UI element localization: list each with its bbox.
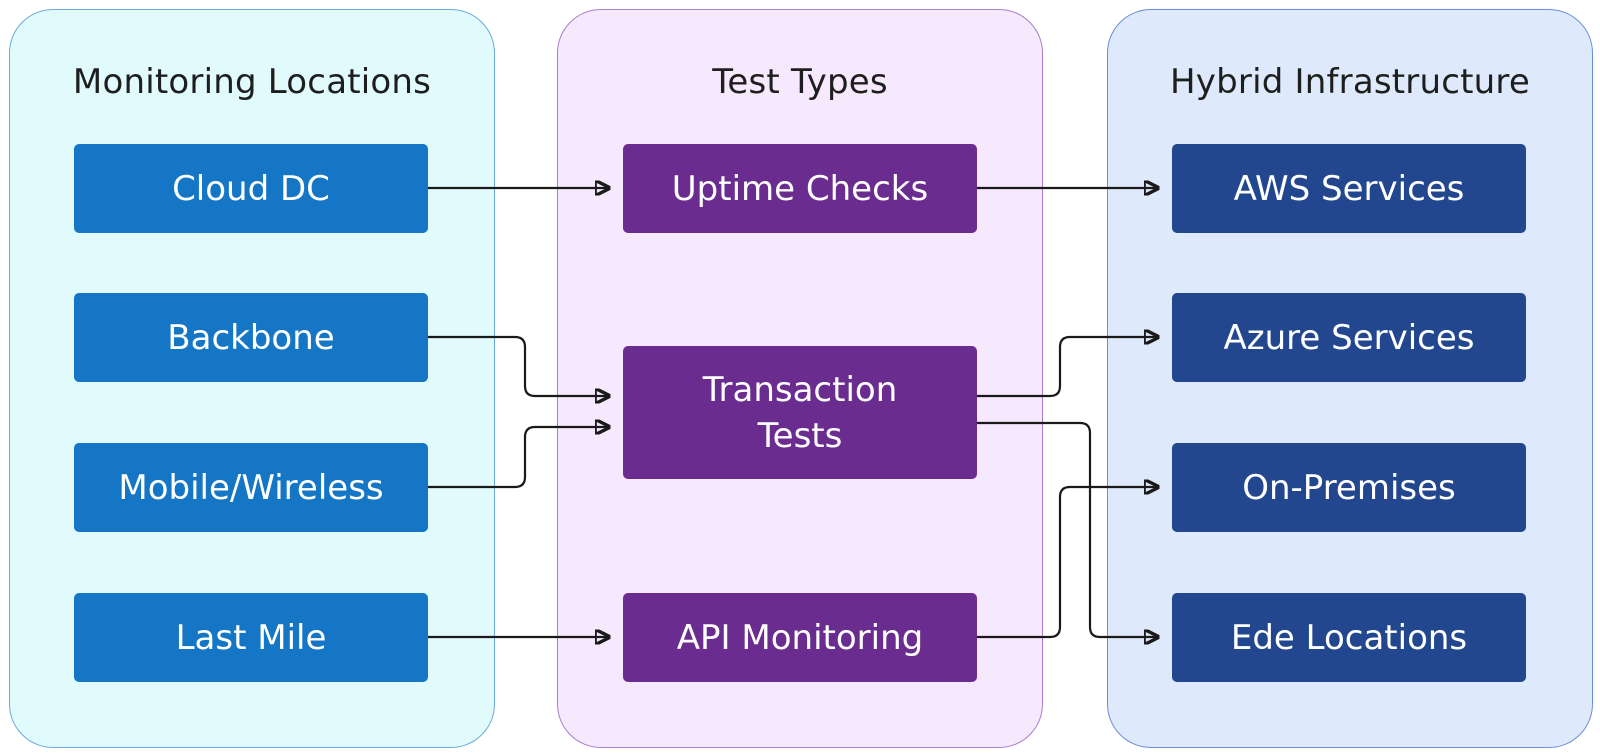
node-backbone: Backbone <box>74 293 428 382</box>
node-cloud-dc: Cloud DC <box>74 144 428 233</box>
node-aws-services: AWS Services <box>1172 144 1526 233</box>
hybrid-infrastructure-title: Hybrid Infrastructure <box>1170 62 1530 102</box>
connector-transaction-tests-to-ede-locations <box>977 421 1158 637</box>
node-uptime-checks: Uptime Checks <box>623 144 977 233</box>
node-ede-locations: Ede Locations <box>1172 593 1526 682</box>
node-last-mile: Last Mile <box>74 593 428 682</box>
connector-backbone-to-transaction-tests <box>428 335 609 396</box>
node-mobile-wireless: Mobile/Wireless <box>74 443 428 532</box>
monitoring-locations-title: Monitoring Locations <box>72 62 432 102</box>
node-api-monitoring: API Monitoring <box>623 593 977 682</box>
connector-transaction-tests-to-azure-services <box>977 337 1158 398</box>
connector-api-monitoring-to-on-premises <box>977 487 1158 639</box>
node-on-premises: On-Premises <box>1172 443 1526 532</box>
test-types-title: Test Types <box>712 62 888 102</box>
node-azure-services: Azure Services <box>1172 293 1526 382</box>
connector-mobile-wireless-to-transaction-tests <box>428 427 609 489</box>
node-transaction-tests: Transaction Tests <box>623 346 977 479</box>
